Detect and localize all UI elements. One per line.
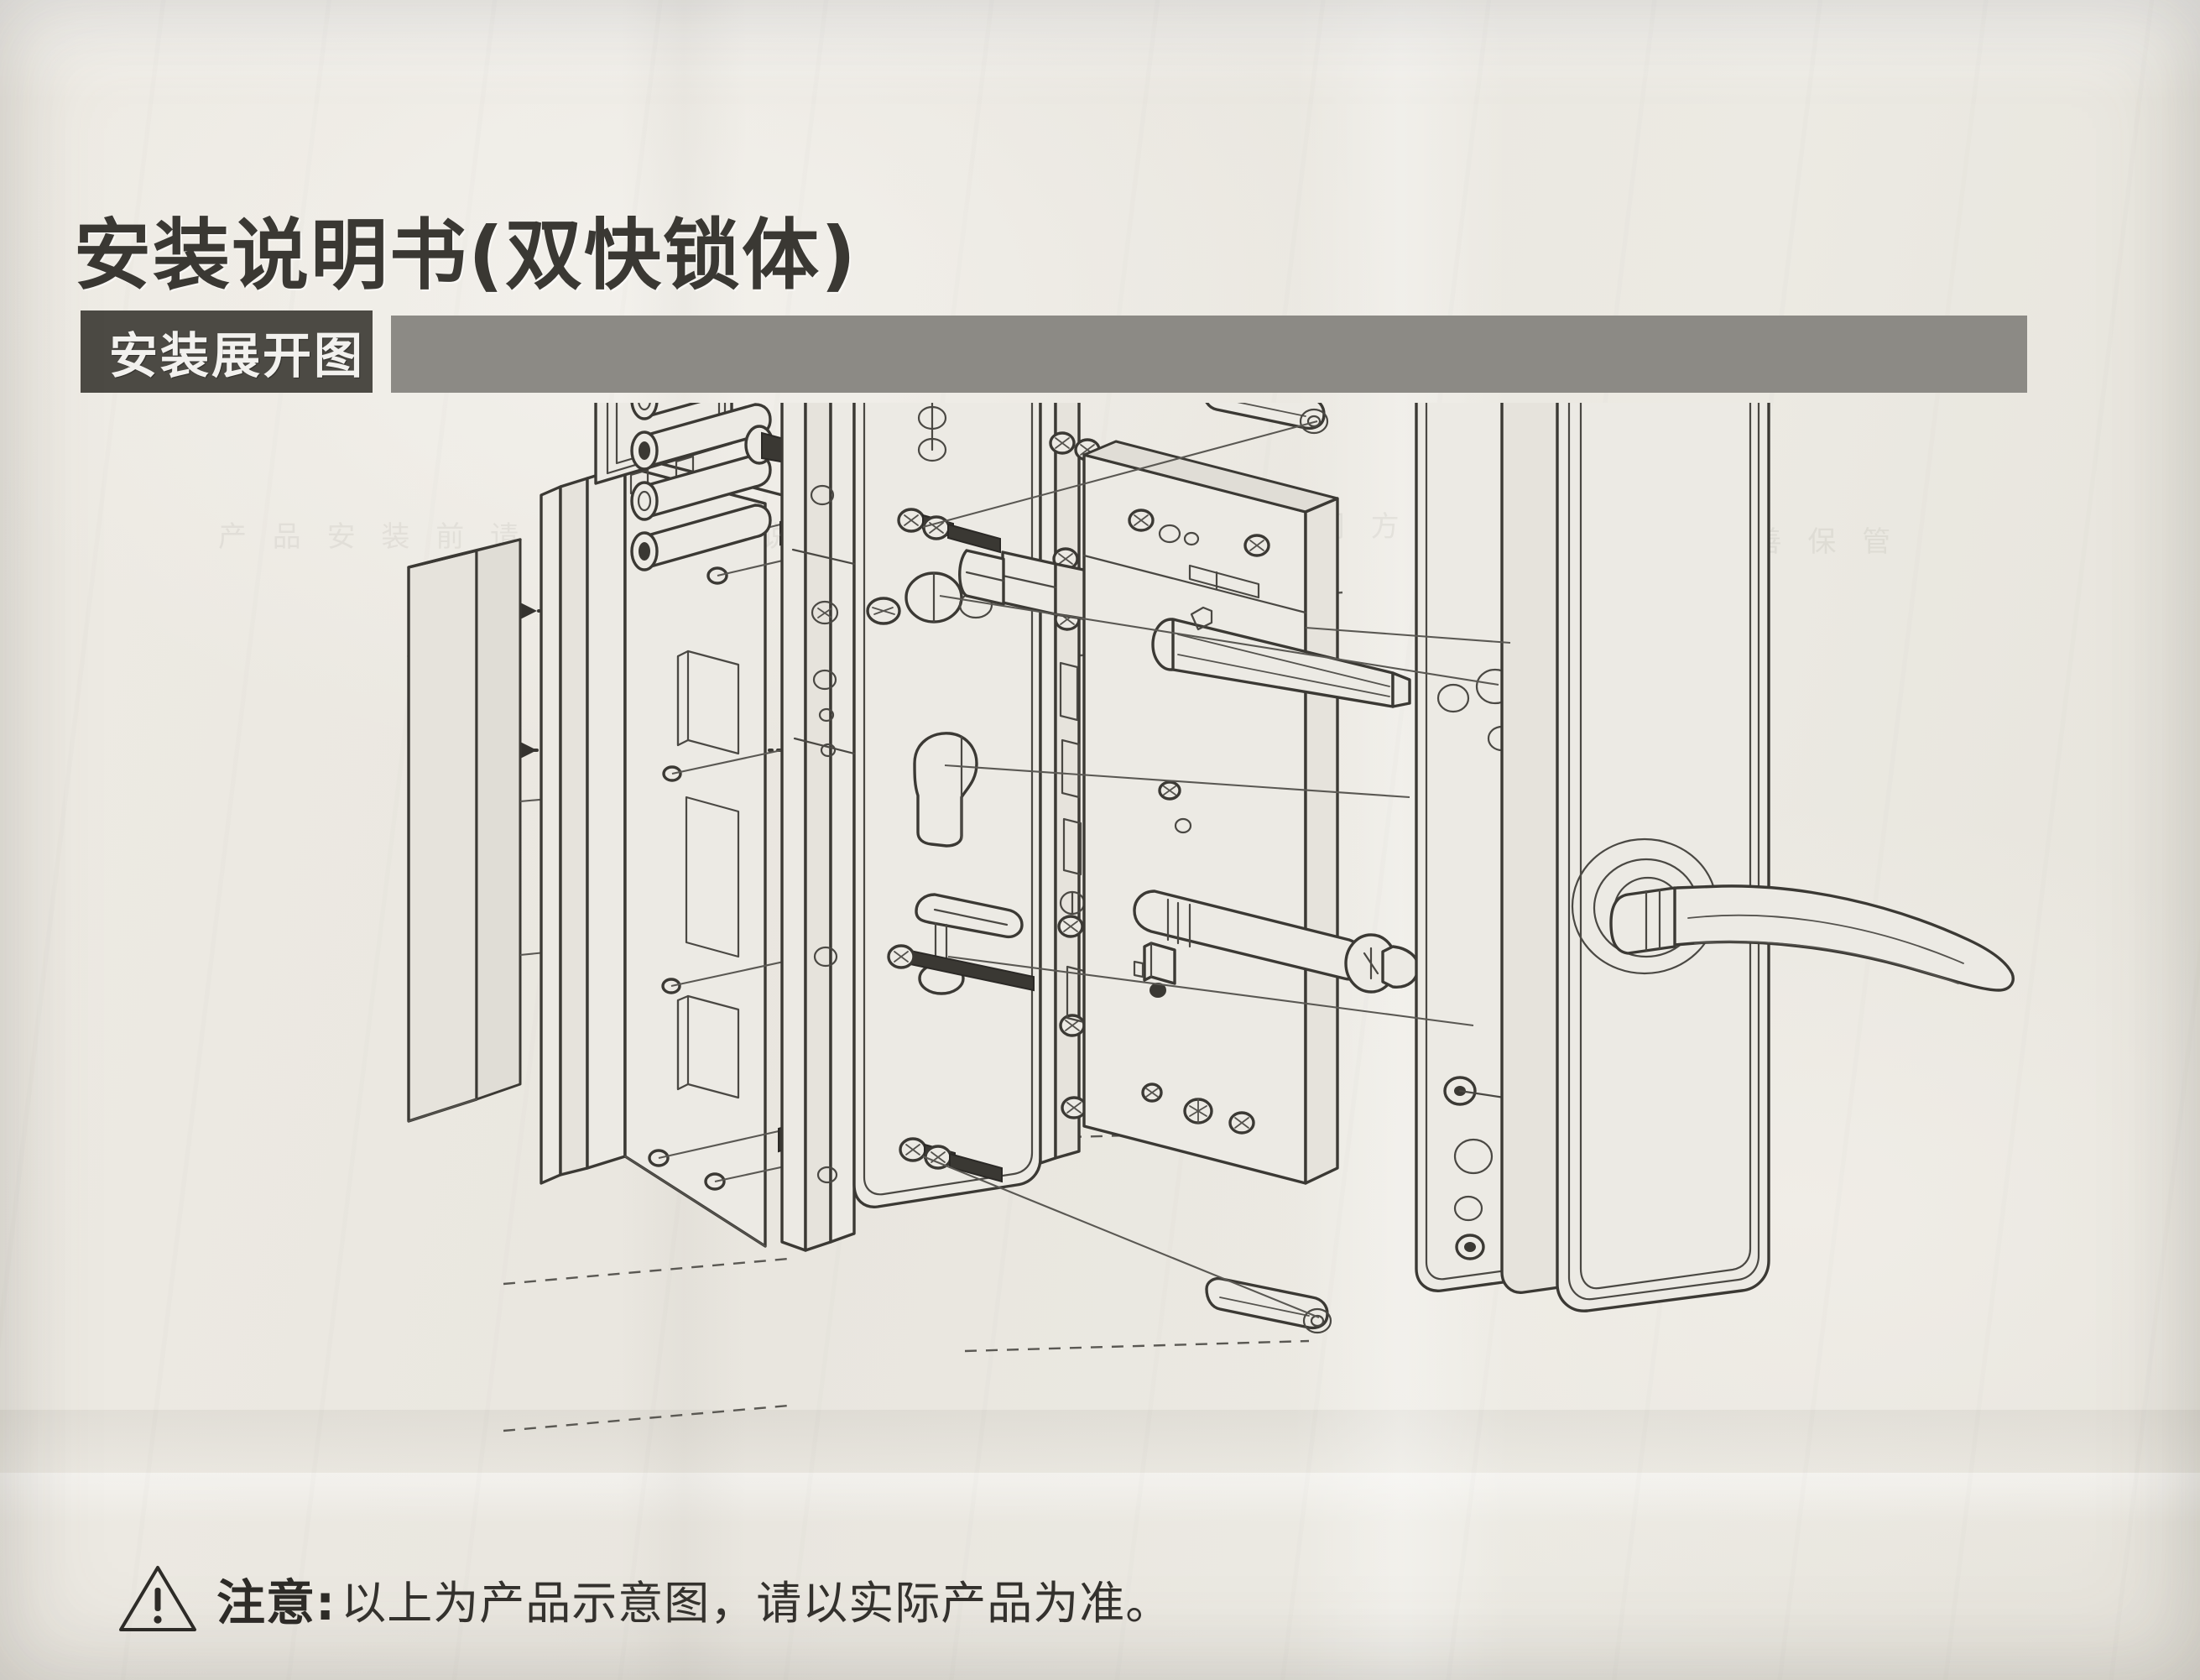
section-label-text: 安装展开图 (109, 327, 366, 384)
part-mortise-lock-body (1082, 440, 1339, 1185)
part-exterior-front-cover (1556, 403, 1770, 1312)
part-strike-plate (540, 458, 790, 1248)
exploded-assembly-diagram: .l { fill:none; stroke:#3b3934; stroke-w… (0, 403, 2200, 1536)
battery-cell (630, 453, 772, 521)
thumb-turn (887, 893, 1035, 995)
part-interior-back-panel (780, 403, 1042, 1252)
page-title: 安装说明书(双快锁体) (74, 210, 858, 300)
screw (899, 1137, 1003, 1183)
latch-bolt (958, 549, 1089, 621)
assembly-leader-lines (922, 420, 1511, 1318)
note-body-text: 以上为产品示意图，请以实际产品为准。 (341, 1576, 1172, 1630)
battery-cell (630, 503, 772, 571)
part-connecting-post-top (1205, 403, 1329, 435)
part-connecting-post-bottom (1205, 1276, 1332, 1334)
part-lever-handle (1609, 884, 2015, 992)
section-bar-accent (391, 316, 2027, 393)
note-strong-label: 注意: (216, 1574, 336, 1631)
part-mortise-faceplate (958, 403, 1101, 1165)
section-label-box: 安装展开图 (81, 310, 373, 393)
warning-triangle-icon (119, 1566, 196, 1631)
section-header-bar: 安装展开图 (81, 310, 2027, 393)
battery-cell (630, 403, 701, 420)
warning-note: 注意: 以上为产品示意图，请以实际产品为准。 (117, 1563, 1171, 1635)
part-wood-filler-block (407, 538, 522, 1123)
battery-cover-assembly-drawing (594, 403, 857, 571)
